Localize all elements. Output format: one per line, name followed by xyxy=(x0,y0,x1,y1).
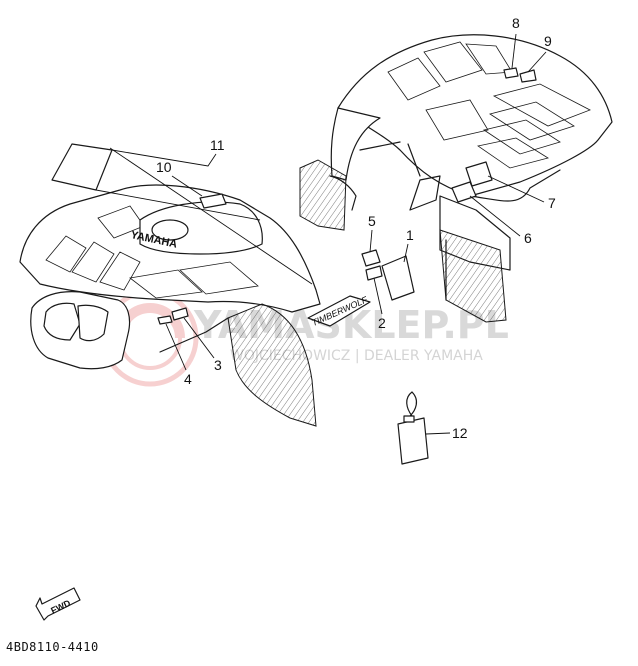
decal-2 xyxy=(365,265,383,281)
callout-8: 8 xyxy=(512,15,520,31)
decal-11 xyxy=(51,143,313,285)
callout-4: 4 xyxy=(184,371,192,387)
diagram-code: 4BD8110-4410 xyxy=(6,640,99,654)
callout-5: 5 xyxy=(368,213,376,229)
decal-4 xyxy=(157,315,173,325)
callout-6: 6 xyxy=(524,230,532,246)
callout-10: 10 xyxy=(156,159,172,175)
callout-2: 2 xyxy=(378,315,386,331)
decal-10 xyxy=(199,193,227,209)
decal-1 xyxy=(381,255,415,301)
callout-3: 3 xyxy=(214,357,222,373)
decal-3 xyxy=(171,307,189,321)
caution-tag xyxy=(397,391,429,465)
rear-fender xyxy=(299,34,613,323)
fwd-arrow-icon: FWD xyxy=(35,587,81,621)
decal-7 xyxy=(465,161,493,187)
decal-6 xyxy=(451,181,477,203)
front-fender: YAMAHA xyxy=(19,184,321,427)
callout-11: 11 xyxy=(210,137,225,153)
callout-9: 9 xyxy=(544,33,552,49)
callout-1: 1 xyxy=(406,227,414,243)
callout-12: 12 xyxy=(452,425,468,441)
callout-7: 7 xyxy=(548,195,556,211)
decal-set-center xyxy=(361,249,415,301)
callouts: 1 2 3 4 5 6 7 8 9 10 11 12 xyxy=(111,15,556,441)
decal-5 xyxy=(361,249,381,267)
decal-8 xyxy=(503,67,519,79)
decal-9 xyxy=(519,69,537,83)
